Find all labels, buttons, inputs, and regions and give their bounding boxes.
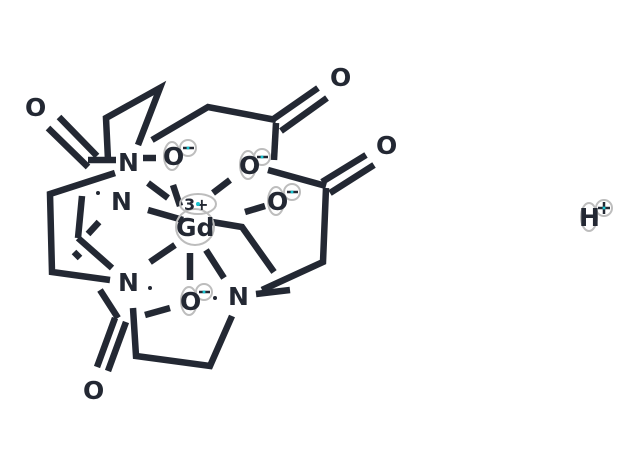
- svg-text:O: O: [180, 287, 201, 316]
- atom-n-4: N: [228, 282, 249, 311]
- atom-o-anion-1: O: [163, 139, 197, 171]
- radical-dot: [96, 191, 100, 195]
- bonds: [45, 80, 376, 373]
- atom-o-anion-3: O: [267, 183, 301, 216]
- charge-ring: [175, 208, 215, 246]
- atom-o-anion-4: O: [180, 283, 213, 316]
- atom-labels: O O O O N N N N Gd 3+ O O: [25, 63, 613, 405]
- atom-gd: Gd: [176, 213, 214, 242]
- atom-o-carbonyl-1: O: [25, 93, 46, 122]
- atom-o-carbonyl-4: O: [83, 376, 104, 405]
- svg-text:O: O: [163, 142, 184, 171]
- radical-dot: [148, 286, 152, 290]
- atom-o-anion-2: O: [239, 148, 271, 180]
- atom-n-3: N: [118, 268, 139, 297]
- radical-dot: [213, 296, 217, 300]
- atom-o-carbonyl-3: O: [376, 131, 397, 160]
- svg-text:O: O: [267, 187, 288, 216]
- svg-text:O: O: [239, 151, 260, 180]
- atom-h-plus: H: [579, 199, 613, 232]
- atom-o-carbonyl-2: O: [330, 63, 351, 92]
- atom-n-1: N: [118, 148, 139, 177]
- charge-marker: [196, 202, 200, 206]
- atom-n-2: N: [111, 187, 132, 216]
- charge-ring: [179, 193, 217, 215]
- svg-text:H: H: [579, 203, 600, 232]
